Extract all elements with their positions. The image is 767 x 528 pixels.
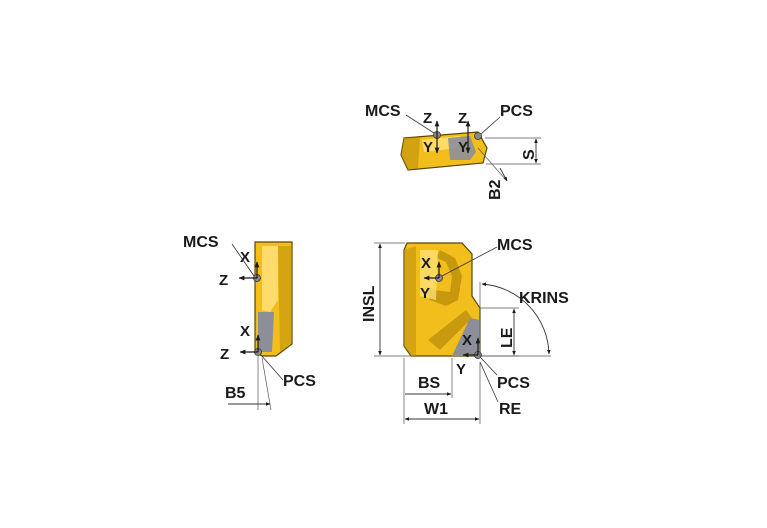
side-mcs-leader <box>231 243 255 277</box>
side-z-label-2: Z <box>220 346 229 363</box>
front-y-label-1: Y <box>420 285 430 302</box>
front-view-chip-pocket <box>452 318 480 356</box>
top-dim-s-label: S <box>521 149 538 160</box>
front-x-label-2: X <box>462 332 472 349</box>
front-dim-insl-label: INSL <box>361 285 378 322</box>
front-re-label: RE <box>499 401 522 418</box>
top-mcs-leader <box>405 114 435 134</box>
front-x-label-1: X <box>421 255 431 272</box>
side-mcs-label: MCS <box>183 234 219 251</box>
side-z-label-1: Z <box>219 272 228 289</box>
top-mcs-label: MCS <box>365 103 401 120</box>
top-y-label-2: Y <box>458 139 468 156</box>
top-pcs-leader <box>480 116 501 135</box>
top-view-insert-shadow <box>401 137 420 170</box>
side-x-label-1: X <box>240 249 250 266</box>
front-view-shadow <box>404 246 416 356</box>
top-z-label-2: Z <box>458 110 467 127</box>
front-mcs-label: MCS <box>497 237 533 254</box>
top-b2-extension <box>477 147 507 181</box>
side-view-insert-shadow <box>278 246 292 352</box>
front-mcs-leader <box>441 246 498 277</box>
top-view: MCS PCS Z Z Y Y S B2 <box>365 103 541 200</box>
front-dim-krins-label: KRINS <box>519 290 569 307</box>
side-pcs-leader <box>260 354 284 381</box>
front-dim-w1-label: W1 <box>424 401 448 418</box>
front-view-flute <box>428 310 472 350</box>
front-view: MCS PCS RE X Y X Y INSL LE KRINS BS W1 <box>361 237 569 424</box>
side-pcs-label: PCS <box>283 373 316 390</box>
side-view-chip-pocket <box>258 312 274 352</box>
front-y-label-2: Y <box>456 361 466 378</box>
front-krins-arc <box>481 282 551 355</box>
top-pcs-origin-dot <box>474 132 482 140</box>
side-x-label-2: X <box>240 323 250 340</box>
front-dim-le-label: LE <box>499 327 516 348</box>
side-view-insert-highlight <box>262 246 278 312</box>
front-pcs-label: PCS <box>497 375 530 392</box>
top-b2-dimension-line <box>499 167 508 182</box>
side-view: MCS PCS X Z X Z B5 <box>183 234 316 411</box>
top-dim-b2-label: B2 <box>487 179 504 200</box>
front-view-highlight <box>420 250 438 300</box>
front-re-leader <box>479 361 499 403</box>
top-y-label-1: Y <box>423 139 433 156</box>
top-z-label-1: Z <box>423 110 432 127</box>
top-view-chip-pocket <box>448 136 476 160</box>
front-pcs-leader <box>480 357 498 376</box>
top-pcs-label: PCS <box>500 103 533 120</box>
side-dim-b5-label: B5 <box>225 385 246 402</box>
side-b5-extension-2 <box>261 357 272 411</box>
front-dim-bs-label: BS <box>418 375 441 392</box>
